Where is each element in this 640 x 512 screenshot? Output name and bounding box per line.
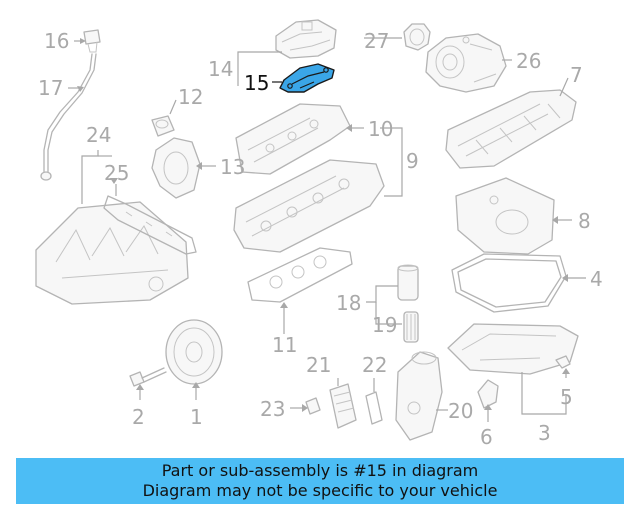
part-19-filter-element <box>403 311 419 343</box>
callout-24: 24 <box>86 123 111 147</box>
callout-6: 6 <box>480 425 493 449</box>
part-13-timing-cover <box>151 137 201 199</box>
callout-5: 5 <box>560 385 573 409</box>
part-1-crank-pulley <box>165 319 223 385</box>
part-6-bracket <box>477 379 499 409</box>
leader-lines <box>68 37 586 422</box>
callout-19: 19 <box>372 313 397 337</box>
part-21-oil-cooler <box>329 383 357 429</box>
callout-2: 2 <box>132 405 145 429</box>
part-24-intake-manifold <box>35 201 189 305</box>
banner-line-disclaimer: Diagram may not be specific to your vehi… <box>142 481 498 500</box>
part-5-drain-plug <box>555 355 571 369</box>
callout-7: 7 <box>570 63 583 87</box>
callout-17: 17 <box>38 76 63 100</box>
part-12-cap <box>151 115 175 137</box>
callout-1: 1 <box>190 405 203 429</box>
engine-parts-diagram: 16 17 24 25 14 15 27 26 7 12 13 10 9 8 4… <box>35 19 603 449</box>
callout-15-highlighted: 15 <box>244 71 269 95</box>
part-4-oil-pan-gasket <box>451 253 567 313</box>
callout-4: 4 <box>590 267 603 291</box>
part-8-cover-plate <box>455 177 555 255</box>
part-3-oil-pan <box>447 323 579 375</box>
part-17-dipstick-tube <box>40 53 97 181</box>
part-26-vacuum-pump <box>425 33 507 93</box>
callout-16: 16 <box>44 29 69 53</box>
callout-18: 18 <box>336 291 361 315</box>
callout-21: 21 <box>306 353 331 377</box>
callout-10: 10 <box>368 117 393 141</box>
part-23-fitting <box>305 397 321 415</box>
part-25-intake-gasket <box>103 195 197 255</box>
callout-20: 20 <box>448 399 473 423</box>
callout-8: 8 <box>578 209 591 233</box>
part-22-gasket <box>365 391 383 425</box>
part-10-valve-cover <box>235 103 351 175</box>
part-18-oil-filter <box>397 264 419 301</box>
callout-14: 14 <box>208 57 233 81</box>
part-27-ring-gasket <box>403 23 431 51</box>
callout-12: 12 <box>178 85 203 109</box>
callout-27: 27 <box>364 29 389 53</box>
part-15-highlighted-gasket <box>279 63 335 93</box>
callout-25: 25 <box>104 161 129 185</box>
part-20-filter-housing <box>395 351 443 441</box>
info-banner: Part or sub-assembly is #15 in diagram D… <box>16 458 624 504</box>
callout-3: 3 <box>538 421 551 445</box>
part-9-cylinder-head <box>233 159 385 253</box>
callout-23: 23 <box>260 397 285 421</box>
callout-26: 26 <box>516 49 541 73</box>
part-16-oil-cap <box>83 29 101 53</box>
part-11-head-gasket <box>247 247 353 303</box>
banner-line-part: Part or sub-assembly is #15 in diagram <box>161 461 479 480</box>
callout-11: 11 <box>272 333 297 357</box>
part-14-upper-cover <box>275 19 337 59</box>
callout-9: 9 <box>406 149 419 173</box>
part-2-bolt <box>129 367 167 387</box>
callout-22: 22 <box>362 353 387 377</box>
part-7-cam-carrier <box>445 89 577 169</box>
callout-labels: 16 17 24 25 14 15 27 26 7 12 13 10 9 8 4… <box>38 29 603 449</box>
callout-13: 13 <box>220 155 245 179</box>
